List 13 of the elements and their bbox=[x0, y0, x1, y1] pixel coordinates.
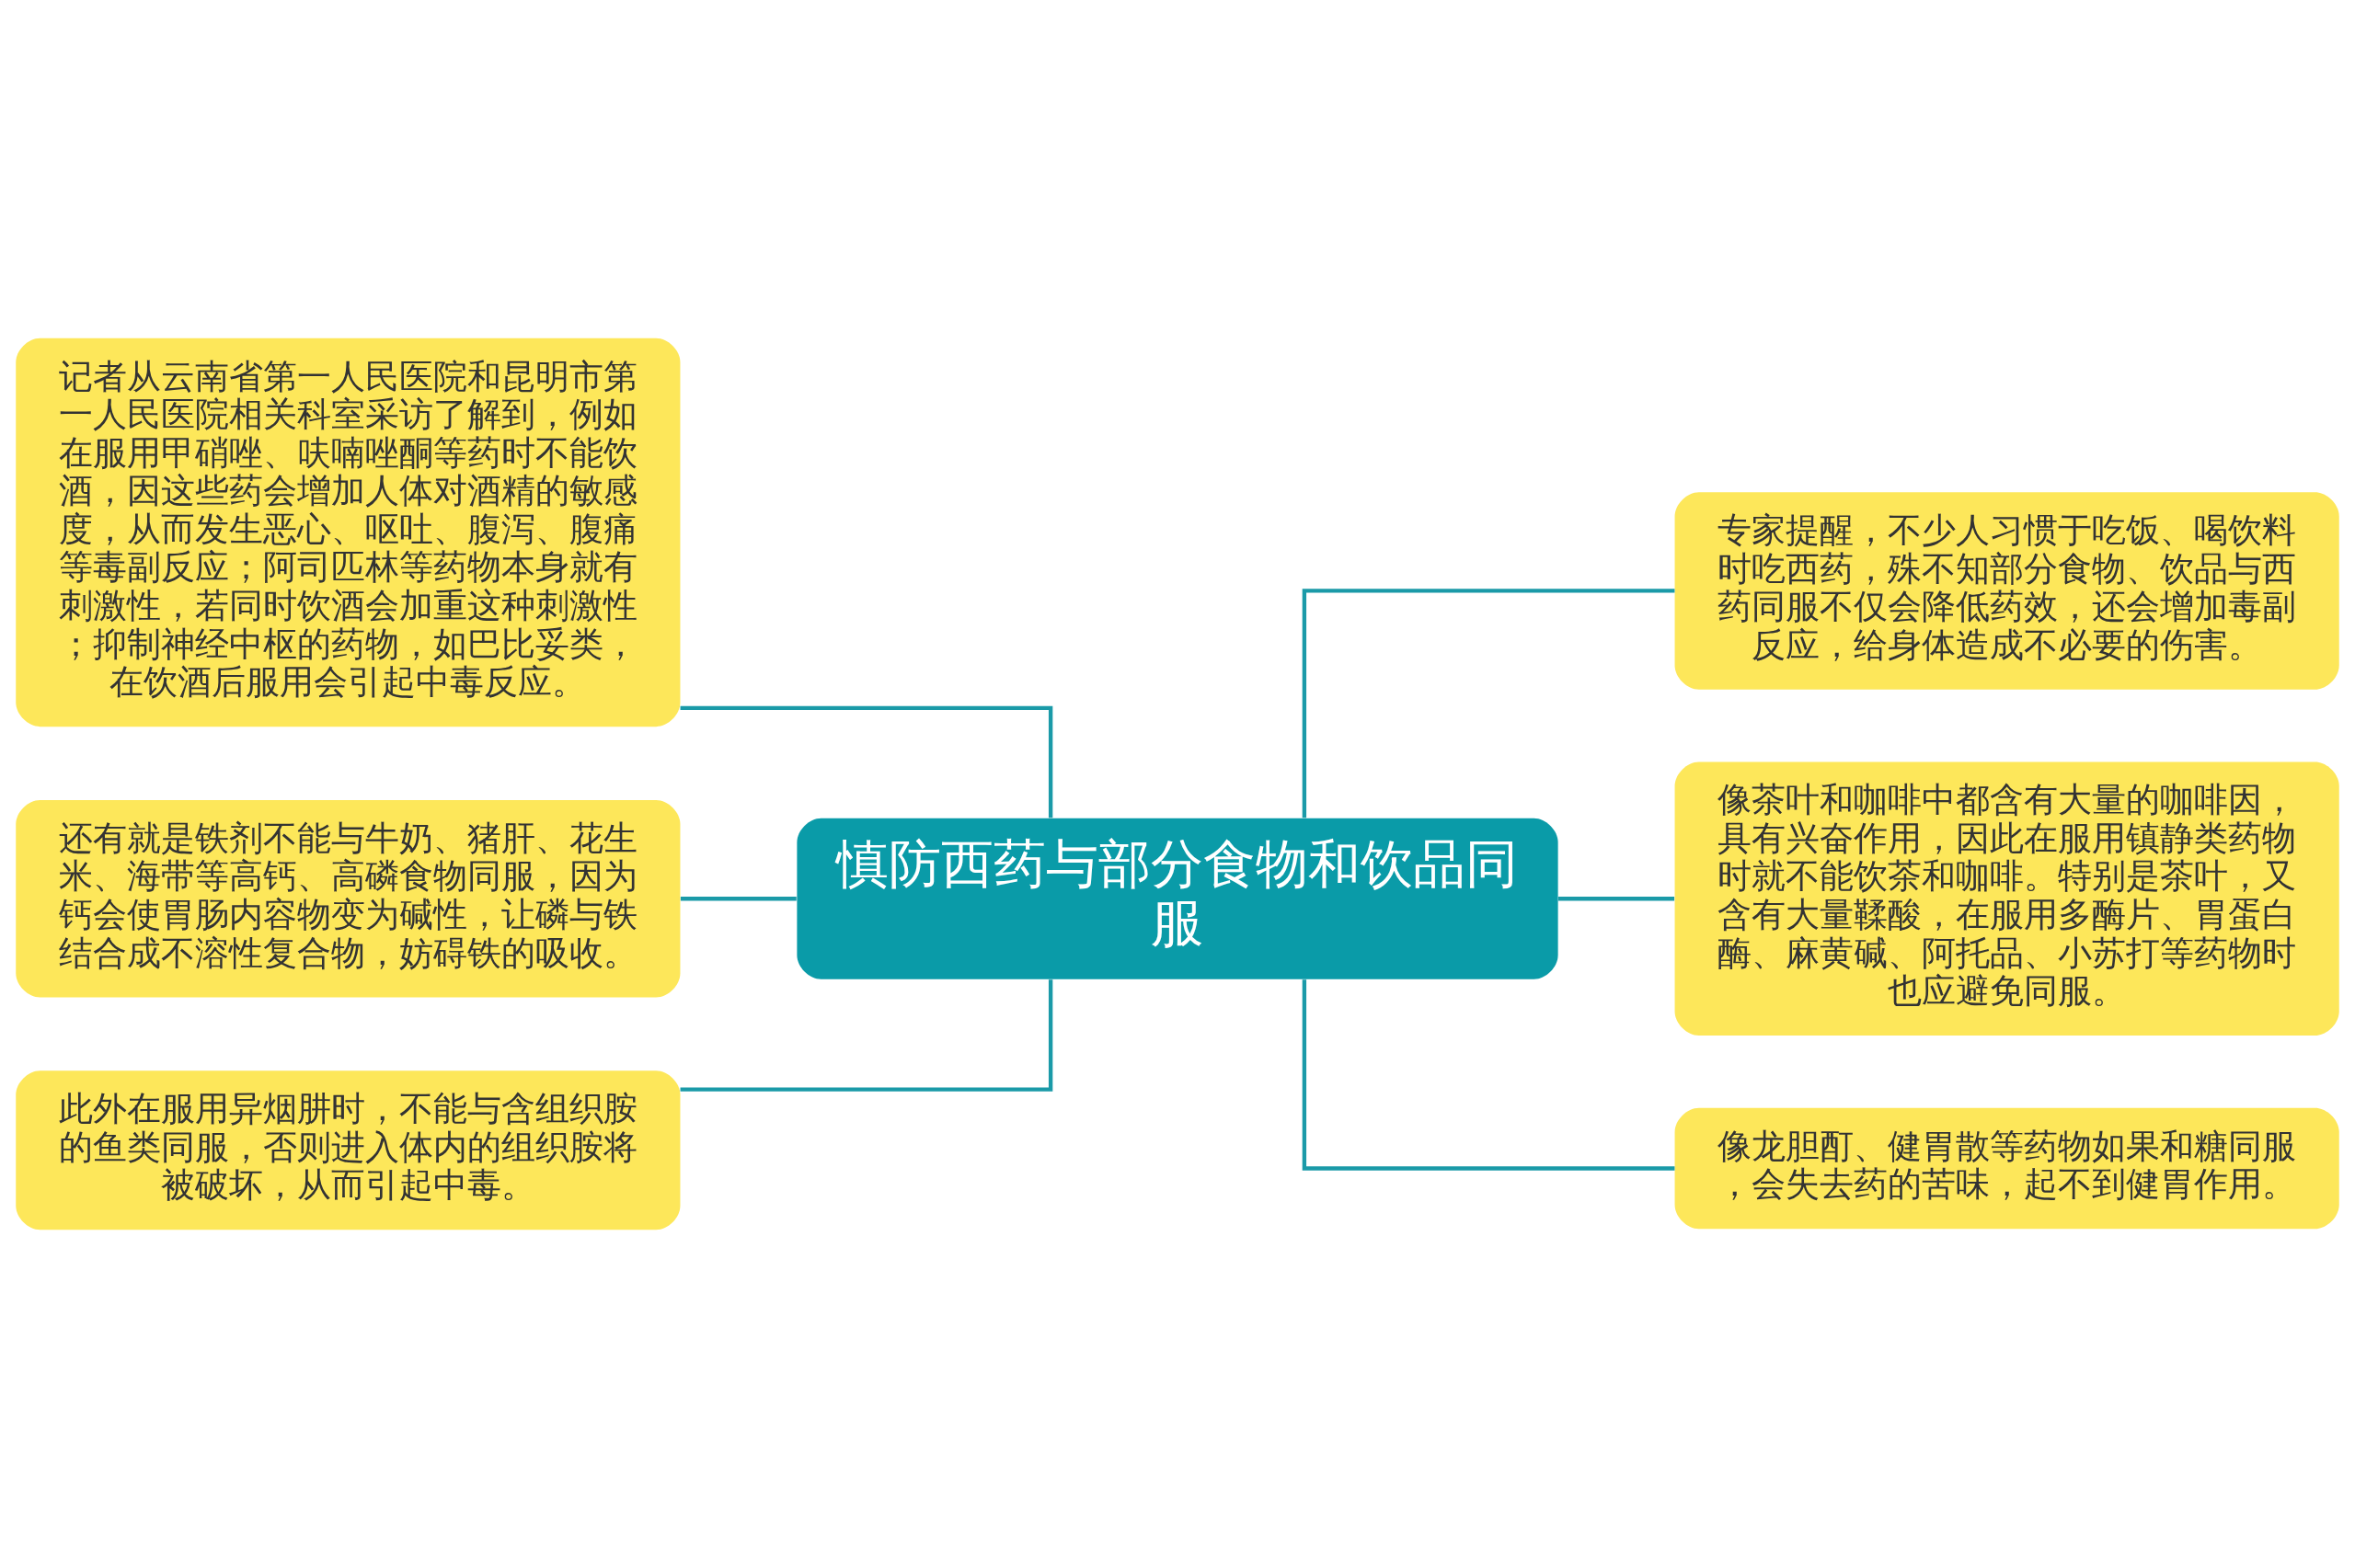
node-box: 还有就是铁剂不能与牛奶、猪肝、花生米、海带等高钙、高磷食物同服，因为钙会使胃肠内容物变为碱性，让磷与铁结合成不溶性复合物，妨碍铁的吸收。 bbox=[16, 800, 681, 998]
connector bbox=[680, 979, 1053, 1092]
connector bbox=[680, 897, 797, 901]
node-box: 记者从云南省第一人民医院和昆明市第一人民医院相关科室采访了解到，例如在服用甲硝唑、呋喃唑酮等药时不能饮酒，因这些药会增加人体对酒精的敏感度，从而发生恶心、呕吐、腹泻、腹痛等毒副反应；阿司匹林等药物本身就有刺激性，若同时饮酒会加重这种刺激性；抑制神经中枢的药物，如巴比妥类，在饮酒后服用会引起中毒反应。 bbox=[16, 338, 681, 727]
connector bbox=[680, 705, 1053, 818]
node-box: 像龙胆酊、健胃散等药物如果和糖同服，会失去药的苦味，起不到健胃作用。 bbox=[1674, 1107, 2339, 1230]
connector bbox=[1302, 979, 1675, 1171]
node-box: 慎防西药与部分食物和饮品同服 bbox=[797, 818, 1558, 979]
node-box: 此外在服用异烟肼时，不能与含组织胺的鱼类同服，否则进入体内的组织胺将被破坏，从而引起中毒。 bbox=[16, 1070, 681, 1230]
node-box: 像茶叶和咖啡中都含有大量的咖啡因，具有兴奋作用，因此在服用镇静类药物时就不能饮茶和咖啡。特别是茶叶，又含有大量鞣酸，在服用多酶片、胃蛋白酶、麻黄碱、阿托品、小苏打等药物时也应避免同服。 bbox=[1674, 761, 2339, 1036]
node-box: 专家提醒，不少人习惯于吃饭、喝饮料时吃西药，殊不知部分食物、饮品与西药同服不仅会降低药效，还会增加毒副反应，给身体造成不必要的伤害。 bbox=[1674, 492, 2339, 690]
connector bbox=[1557, 897, 1675, 901]
connector bbox=[1302, 589, 1675, 818]
